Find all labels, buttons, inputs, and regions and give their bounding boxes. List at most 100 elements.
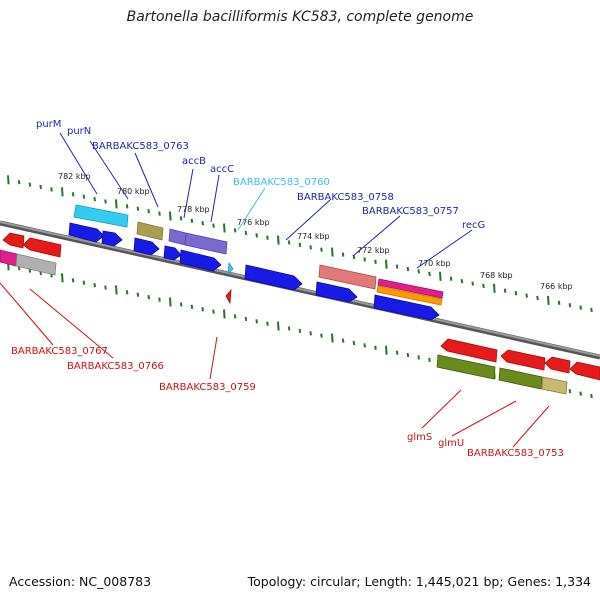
cds-arrow — [15, 253, 57, 276]
cds-arrow — [2, 232, 25, 249]
tick-mark — [428, 357, 431, 363]
cds-arrow — [318, 264, 377, 290]
tick-mark — [568, 303, 572, 308]
accession-text: Accession: NC_008783 — [9, 574, 152, 589]
tick-mark — [417, 269, 420, 274]
tick-mark — [525, 293, 528, 298]
tick-mark — [125, 290, 129, 295]
tick-mark — [460, 278, 464, 284]
cds-arrow — [440, 338, 498, 363]
cds-arrow — [136, 221, 164, 241]
gene-label: BARBAKC583_0763 — [92, 141, 189, 152]
tick-mark — [395, 264, 399, 269]
tick-mark — [287, 326, 291, 331]
tick-mark — [439, 271, 442, 281]
cds-arrow — [244, 264, 303, 291]
kbp-label: 772 kbp — [357, 246, 390, 255]
tick-mark — [395, 350, 399, 355]
tick-mark — [115, 285, 118, 295]
tick-mark — [568, 389, 572, 394]
tick-mark — [179, 302, 183, 307]
tick-mark — [320, 247, 323, 252]
cds-arrow — [498, 367, 543, 390]
tick-mark — [547, 295, 550, 305]
tick-mark — [244, 316, 248, 322]
tick-mark — [104, 199, 107, 204]
tick-mark — [449, 276, 453, 281]
kbp-label: 780 kbp — [117, 187, 150, 196]
tick-mark — [233, 314, 237, 319]
tick-mark — [71, 192, 75, 197]
tick-mark — [385, 345, 388, 355]
tick-mark — [136, 292, 140, 297]
tick-mark — [482, 283, 485, 289]
topology-text: Topology: circular; Length: 1,445,021 bp… — [247, 574, 591, 589]
gene-label: accB — [182, 156, 206, 167]
tick-mark — [93, 196, 96, 202]
tick-mark — [71, 278, 75, 283]
cds-arrow — [541, 376, 568, 395]
kbp-label: 770 kbp — [418, 259, 451, 268]
gene-label: recG — [462, 220, 485, 231]
page-title: Bartonella bacilliformis KC583, complete… — [126, 9, 474, 25]
tick-mark — [309, 245, 312, 250]
cds-arrow — [436, 354, 496, 380]
tick-mark — [579, 391, 582, 396]
cds-arrow — [225, 288, 232, 305]
cds-arrow — [315, 281, 358, 303]
tick-mark — [212, 223, 215, 228]
gene-label: BARBAKC583_0759 — [159, 382, 256, 393]
tick-mark — [331, 333, 334, 343]
tick-mark — [82, 280, 86, 285]
tick-mark — [17, 180, 21, 185]
cds-arrow — [544, 356, 571, 374]
tick-mark — [125, 204, 129, 209]
tick-mark — [352, 340, 356, 346]
cds-arrow — [73, 204, 129, 228]
tick-row-top — [7, 175, 593, 313]
tick-mark — [255, 233, 258, 238]
tick-mark — [190, 218, 194, 223]
tick-mark — [536, 295, 539, 301]
kbp-label: 768 kbp — [480, 271, 513, 280]
cds-arrow — [184, 232, 228, 255]
cds-arrow — [376, 285, 443, 306]
tick-mark — [28, 182, 32, 187]
cds-arrow — [179, 249, 222, 272]
tick-mark — [115, 199, 118, 209]
gene-label: glmS — [407, 432, 432, 443]
tick-mark — [428, 271, 431, 277]
tick-mark — [287, 240, 291, 245]
tick-mark — [266, 235, 269, 240]
tick-mark — [277, 321, 280, 331]
tick-mark — [244, 230, 248, 236]
tick-mark — [503, 288, 507, 293]
tick-mark — [320, 333, 323, 338]
tick-mark — [266, 321, 269, 326]
gene-label: purN — [67, 126, 91, 137]
tick-mark — [298, 242, 302, 248]
gene-label: BARBAKC583_0758 — [297, 192, 394, 203]
tick-mark — [179, 216, 183, 221]
tick-mark — [190, 304, 194, 309]
kbp-label: 776 kbp — [237, 218, 270, 227]
gene-label: purM — [36, 119, 61, 130]
tick-mark — [104, 285, 107, 290]
kbp-label: 782 kbp — [58, 172, 91, 181]
tick-mark — [331, 247, 334, 257]
kbp-labels: 782 kbp 780 kbp 778 kbp 776 kbp 774 kbp … — [58, 172, 573, 291]
tick-mark — [493, 283, 496, 293]
tick-mark — [61, 187, 64, 197]
tick-mark — [7, 175, 10, 185]
gene-label: BARBAKC583_0767 — [11, 346, 108, 357]
tick-mark — [298, 328, 302, 334]
cds-arrow — [22, 237, 62, 258]
gene-label: glmU — [438, 438, 464, 449]
tick-mark — [406, 352, 410, 358]
tick-mark — [158, 211, 161, 216]
tick-mark — [201, 221, 204, 226]
cds-arrow — [377, 278, 444, 299]
tick-mark — [147, 208, 150, 214]
cds-arrow — [373, 294, 440, 321]
